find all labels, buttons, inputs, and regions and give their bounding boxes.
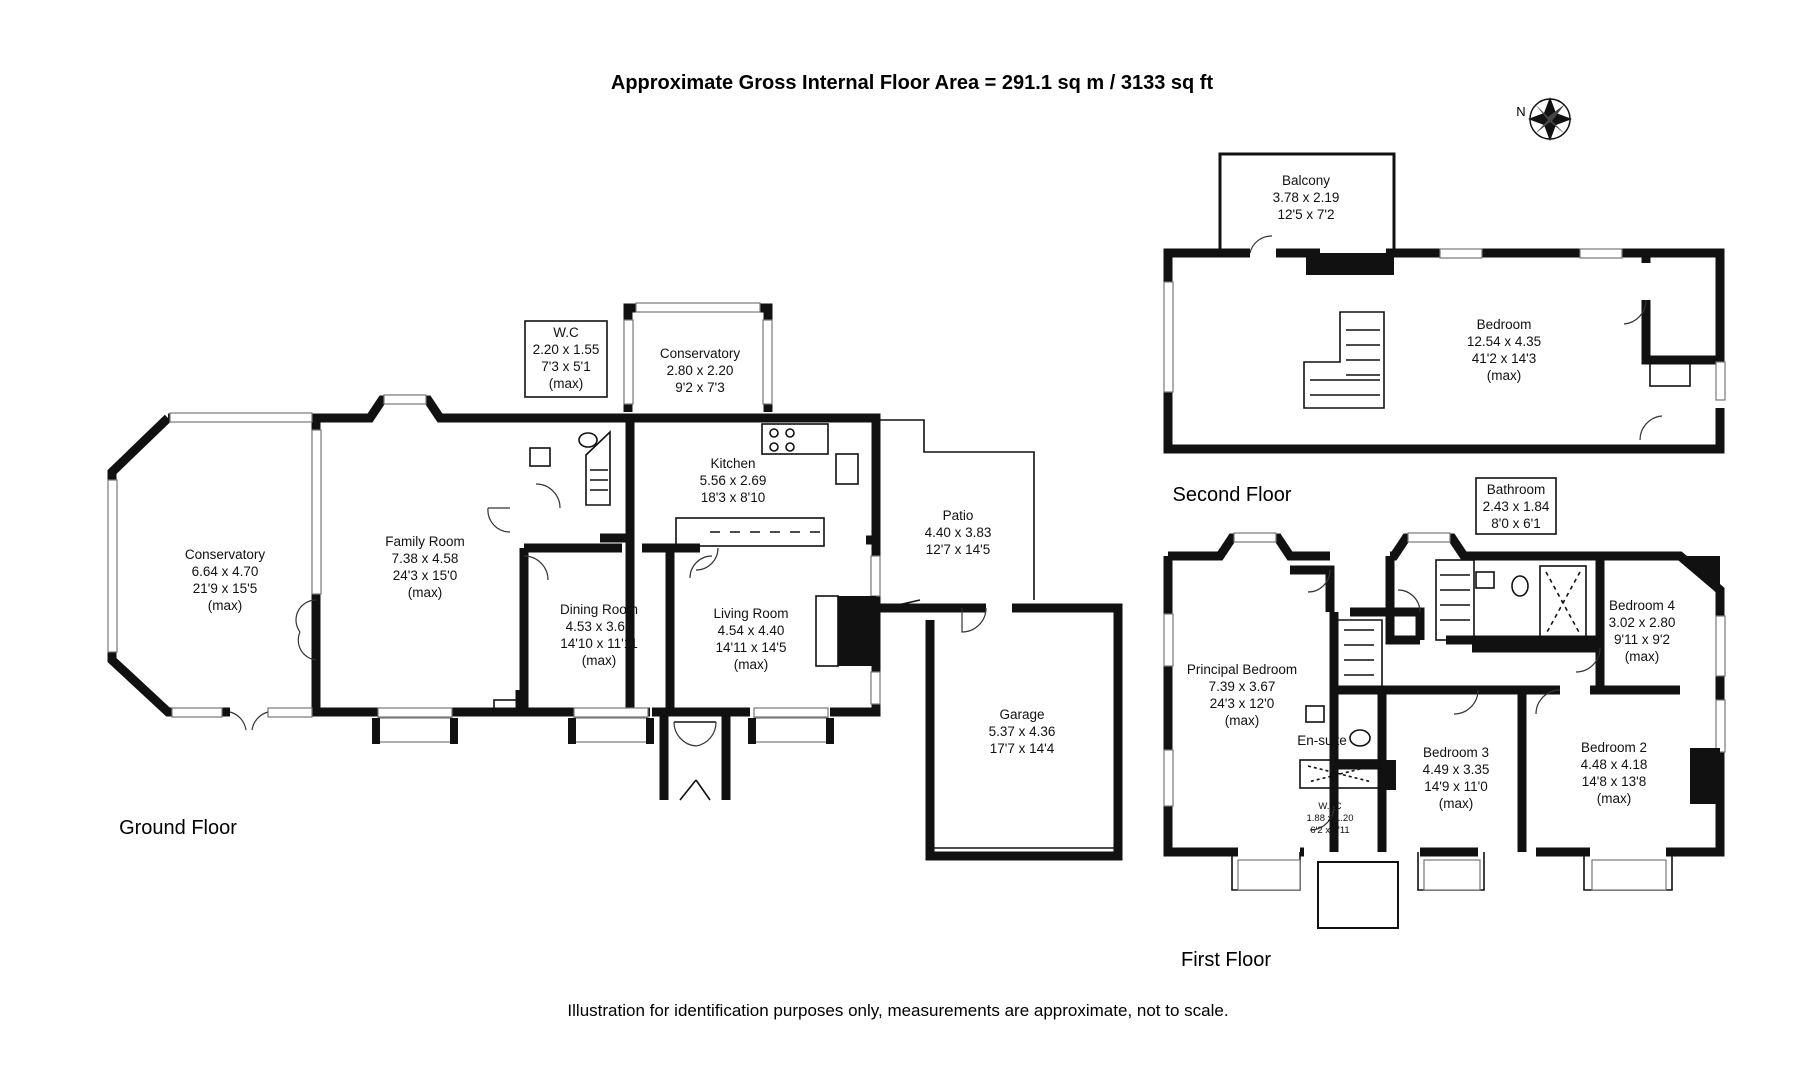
room-metric: 3.02 x 2.80 [1609, 615, 1676, 630]
room-imperial: 9'11 x 9'2 [1614, 632, 1670, 647]
room-name: Bedroom 2 [1581, 740, 1647, 755]
room-imperial: 9'2 x 7'3 [675, 380, 724, 395]
room-note: (max) [1487, 368, 1522, 383]
room-bedroom-second-floor: Bedroom 12.54 x 4.35 41'2 x 14'3 (max) [1467, 317, 1541, 383]
room-metric: 4.54 x 4.40 [718, 623, 785, 638]
room-metric: 4.53 x 3.63 [566, 619, 633, 634]
ground-floor-label: Ground Floor [119, 817, 237, 839]
room-balcony: Balcony 3.78 x 2.19 12'5 x 7'2 [1273, 173, 1340, 222]
room-name: Patio [943, 508, 974, 523]
room-metric: 2.80 x 2.20 [667, 363, 734, 378]
room-note: (max) [1439, 796, 1474, 811]
room-name: Bathroom [1487, 482, 1546, 497]
room-note: (max) [549, 376, 584, 391]
room-imperial: 14'10 x 11'11 [560, 636, 637, 651]
room-name: Bedroom 3 [1423, 745, 1489, 760]
room-bedroom-2: Bedroom 2 4.48 x 4.18 14'8 x 13'8 (max) [1581, 740, 1648, 806]
room-note: (max) [408, 585, 443, 600]
room-metric: 4.48 x 4.18 [1581, 757, 1648, 772]
room-living-room: Living Room 4.54 x 4.40 14'11 x 14'5 (ma… [713, 606, 788, 672]
room-imperial: 14'11 x 14'5 [716, 640, 787, 655]
room-name: Bedroom 4 [1609, 598, 1676, 613]
room-imperial: 14'8 x 13'8 [1582, 774, 1646, 789]
room-metric: 5.37 x 4.36 [989, 724, 1056, 739]
room-metric: 3.78 x 2.19 [1273, 190, 1340, 205]
room-imperial: 21'9 x 15'5 [193, 581, 257, 596]
room-note: (max) [582, 653, 617, 668]
room-name: Principal Bedroom [1187, 662, 1297, 677]
room-name: Family Room [385, 534, 465, 549]
room-name: Balcony [1282, 173, 1330, 188]
room-metric: 12.54 x 4.35 [1467, 334, 1541, 349]
room-note: (max) [1625, 649, 1660, 664]
floor-area-title: Approximate Gross Internal Floor Area = … [611, 72, 1214, 94]
ground-floor-plan: Ground Floor [107, 302, 1123, 861]
first-floor-plan: First Floor [1163, 477, 1726, 971]
room-metric: 7.39 x 3.67 [1209, 679, 1276, 694]
room-metric: 2.20 x 1.55 [533, 342, 600, 357]
room-imperial: 24'3 x 15'0 [393, 568, 457, 583]
room-kitchen: Kitchen 5.56 x 2.69 18'3 x 8'10 [700, 456, 767, 505]
room-imperial: 12'5 x 7'2 [1278, 207, 1335, 222]
room-family-room: Family Room 7.38 x 4.58 24'3 x 15'0 (max… [385, 534, 465, 600]
compass-north-label: N [1516, 104, 1525, 119]
room-metric: 4.49 x 3.35 [1423, 762, 1490, 777]
room-name: En-suite [1297, 733, 1347, 748]
room-name: Kitchen [710, 456, 755, 471]
room-principal-bedroom: Principal Bedroom 7.39 x 3.67 24'3 x 12'… [1187, 662, 1297, 728]
room-imperial: 18'3 x 8'10 [701, 490, 765, 505]
room-name: W.I.C [1318, 801, 1341, 812]
room-bedroom-4: Bedroom 4 3.02 x 2.80 9'11 x 9'2 (max) [1609, 598, 1676, 664]
room-metric: 5.56 x 2.69 [700, 473, 767, 488]
room-name: Living Room [713, 606, 788, 621]
room-imperial: 6'2 x 3'11 [1310, 825, 1349, 836]
room-imperial: 24'3 x 12'0 [1210, 696, 1274, 711]
room-metric: 7.38 x 4.58 [392, 551, 459, 566]
room-metric: 4.40 x 3.83 [925, 525, 992, 540]
room-note: (max) [1597, 791, 1632, 806]
room-name: Conservatory [185, 547, 266, 562]
room-imperial: 17'7 x 14'4 [990, 741, 1055, 756]
room-metric: 2.43 x 1.84 [1483, 499, 1550, 514]
room-garage: Garage 5.37 x 4.36 17'7 x 14'4 [989, 707, 1056, 756]
room-conservatory-large: Conservatory 6.64 x 4.70 21'9 x 15'5 (ma… [185, 547, 266, 613]
room-metric: 1.88 x 1.20 [1306, 813, 1353, 824]
room-name: Conservatory [660, 346, 741, 361]
room-imperial: 8'0 x 6'1 [1491, 516, 1540, 531]
room-metric: 6.64 x 4.70 [192, 564, 259, 579]
north-compass-icon: N [1516, 97, 1572, 141]
room-note: (max) [734, 657, 769, 672]
room-bathroom: Bathroom 2.43 x 1.84 8'0 x 6'1 [1483, 482, 1550, 531]
room-dining-room: Dining Room 4.53 x 3.63 14'10 x 11'11 (m… [560, 602, 638, 668]
room-ensuite: En-suite [1297, 733, 1347, 748]
room-imperial: 7'3 x 5'1 [541, 359, 590, 374]
room-name: Dining Room [560, 602, 638, 617]
room-imperial: 12'7 x 14'5 [926, 542, 990, 557]
room-imperial: 14'9 x 11'0 [1424, 779, 1487, 794]
room-wc: W.C 2.20 x 1.55 7'3 x 5'1 (max) [533, 325, 600, 391]
room-conservatory-small: Conservatory 2.80 x 2.20 9'2 x 7'3 [660, 346, 741, 395]
room-name: Bedroom [1477, 317, 1532, 332]
room-patio: Patio 4.40 x 3.83 12'7 x 14'5 [925, 508, 992, 557]
room-bedroom-3: Bedroom 3 4.49 x 3.35 14'9 x 11'0 (max) [1423, 745, 1490, 811]
second-floor-plan: Second Floor [1163, 152, 1726, 506]
first-floor-label: First Floor [1181, 949, 1271, 971]
room-wic: W.I.C 1.88 x 1.20 6'2 x 3'11 [1306, 801, 1353, 836]
room-name: W.C [553, 325, 579, 340]
room-note: (max) [208, 598, 243, 613]
room-imperial: 41'2 x 14'3 [1472, 351, 1536, 366]
room-note: (max) [1225, 713, 1260, 728]
second-floor-label: Second Floor [1173, 484, 1292, 506]
disclaimer-footer: Illustration for identification purposes… [567, 1001, 1228, 1020]
room-name: Garage [999, 707, 1044, 722]
